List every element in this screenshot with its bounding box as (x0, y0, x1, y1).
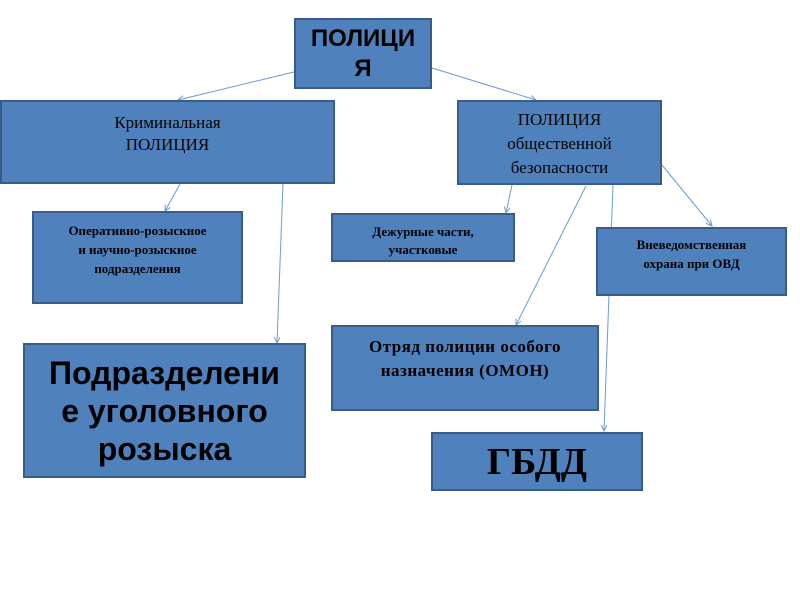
criminal-police-node: Криминальная ПОЛИЦИЯ (0, 100, 335, 184)
police-root-label: ПОЛИЦИ Я (310, 24, 416, 82)
duty-units-node: Дежурные части, участковые (331, 213, 515, 262)
connector-criminal-to-operative (165, 183, 181, 211)
duty-units-label: Дежурные части, участковые (372, 224, 474, 257)
connector-root-to-public (431, 67, 536, 100)
criminal-investigation-label: Подразделени е уголовного розыска (49, 354, 280, 467)
connector-public-to-gbdd (604, 184, 614, 431)
gbdd-label: ГБДД (486, 440, 588, 483)
gbdd-node: ГБДД (431, 432, 643, 491)
connector-criminal-to-investigation (277, 183, 284, 343)
extradepartmental-guard-label: Вневедомственная охрана при ОВД (636, 237, 747, 271)
omon-node: Отряд полиции особого назначения (ОМОН) (331, 325, 599, 411)
criminal-investigation-node: Подразделени е уголовного розыска (23, 343, 306, 478)
police-root-node: ПОЛИЦИ Я (294, 18, 432, 89)
connector-public-to-guard (661, 164, 712, 226)
public-safety-police-label: ПОЛИЦИЯ общественной безопасности (507, 110, 612, 177)
operative-units-label: Оперативно-розыскное и научно-розыскное … (68, 223, 207, 276)
connector-public-to-duty (506, 184, 513, 213)
connector-public-to-omon (516, 185, 587, 325)
connector-root-to-criminal (178, 71, 295, 100)
operative-units-node: Оперативно-розыскное и научно-розыскное … (32, 211, 243, 304)
omon-label: Отряд полиции особого назначения (ОМОН) (369, 337, 561, 380)
criminal-police-label: Криминальная ПОЛИЦИЯ (114, 113, 221, 154)
extradepartmental-guard-node: Вневедомственная охрана при ОВД (596, 227, 787, 296)
public-safety-police-node: ПОЛИЦИЯ общественной безопасности (457, 100, 662, 185)
